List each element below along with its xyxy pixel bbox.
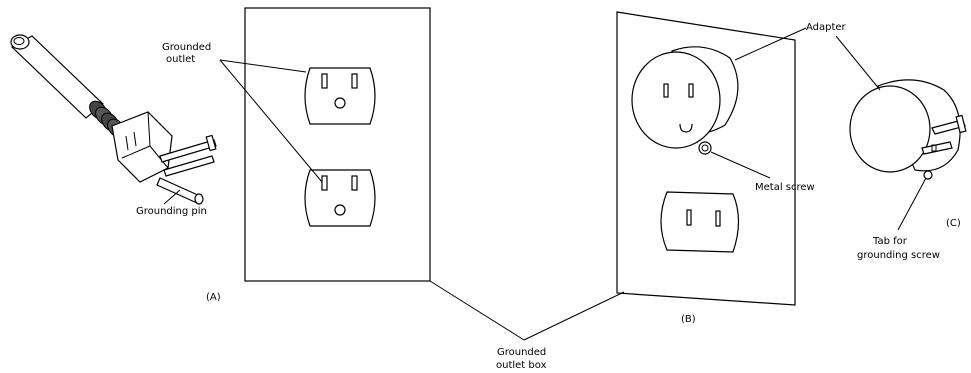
- outlet-wall-plate: [244, 7, 431, 282]
- grounded-outlet-label-line1: Grounded: [162, 42, 211, 53]
- metal-screw-label: Metal screw: [755, 182, 815, 193]
- grounded-outlet-label-line2: outlet: [166, 54, 195, 65]
- outlet-box-label-line2: outlet box: [496, 360, 547, 371]
- adapter-leader-b: [734, 27, 807, 61]
- outlet-box-leader-a: [429, 280, 525, 341]
- panel-b-label: (B): [681, 314, 696, 325]
- adapter-leader-c: [835, 35, 881, 91]
- tab-label-line1: Tab for: [872, 236, 908, 247]
- outlet-box-leader-b: [523, 291, 625, 341]
- two-prong-outlet: [660, 191, 740, 253]
- panel-a-label: (A): [206, 292, 221, 303]
- grounded-outlet-top: [304, 67, 376, 125]
- metal-screw-leader: [710, 151, 771, 179]
- grounded-outlet-leader-bottom: [219, 59, 323, 183]
- adapter-label: Adapter: [806, 22, 847, 33]
- grounded-outlet-bottom: [304, 169, 376, 227]
- adapter-standalone: [849, 79, 967, 180]
- outlet-box-label-line1: Grounded: [497, 347, 546, 358]
- tab-leader: [897, 177, 927, 231]
- tab-label-line2: grounding screw: [857, 250, 940, 261]
- grounding-pin-label: Grounding pin: [136, 206, 207, 217]
- grounded-outlet-leader-top: [219, 59, 307, 73]
- panel-c-label: (C): [946, 218, 961, 229]
- three-prong-plug: [10, 34, 217, 205]
- adapter-installed: [631, 46, 739, 155]
- grounding-pin-leader: [163, 189, 181, 205]
